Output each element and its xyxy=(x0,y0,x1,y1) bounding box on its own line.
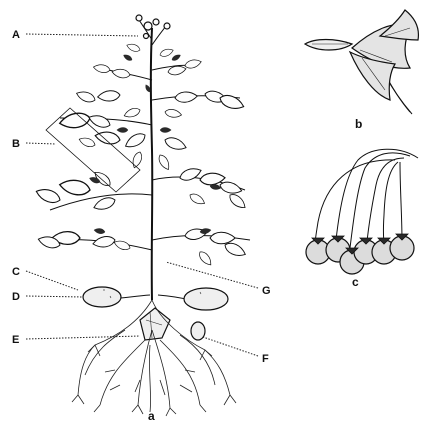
panel-label-b: b xyxy=(355,117,362,131)
foliage xyxy=(34,42,248,267)
seed-piece xyxy=(140,308,170,340)
label-G: G xyxy=(262,285,271,297)
tubers xyxy=(83,287,228,340)
label-E: E xyxy=(12,334,19,346)
main-stem xyxy=(151,28,152,300)
label-B: B xyxy=(12,138,20,150)
tuber-right xyxy=(184,288,228,310)
label-A: A xyxy=(12,29,20,41)
panel-label-c: c xyxy=(352,275,359,289)
stamen-cone xyxy=(305,40,352,51)
flower-detail: b xyxy=(305,10,418,131)
flower-cluster xyxy=(136,15,170,39)
label-F: F xyxy=(262,353,269,365)
tuber-left xyxy=(83,287,121,307)
panel-label-a: a xyxy=(148,409,155,423)
label-C: C xyxy=(12,266,20,278)
potato-plant xyxy=(34,15,250,416)
label-D: D xyxy=(12,291,20,303)
berries-detail: c xyxy=(306,149,418,289)
